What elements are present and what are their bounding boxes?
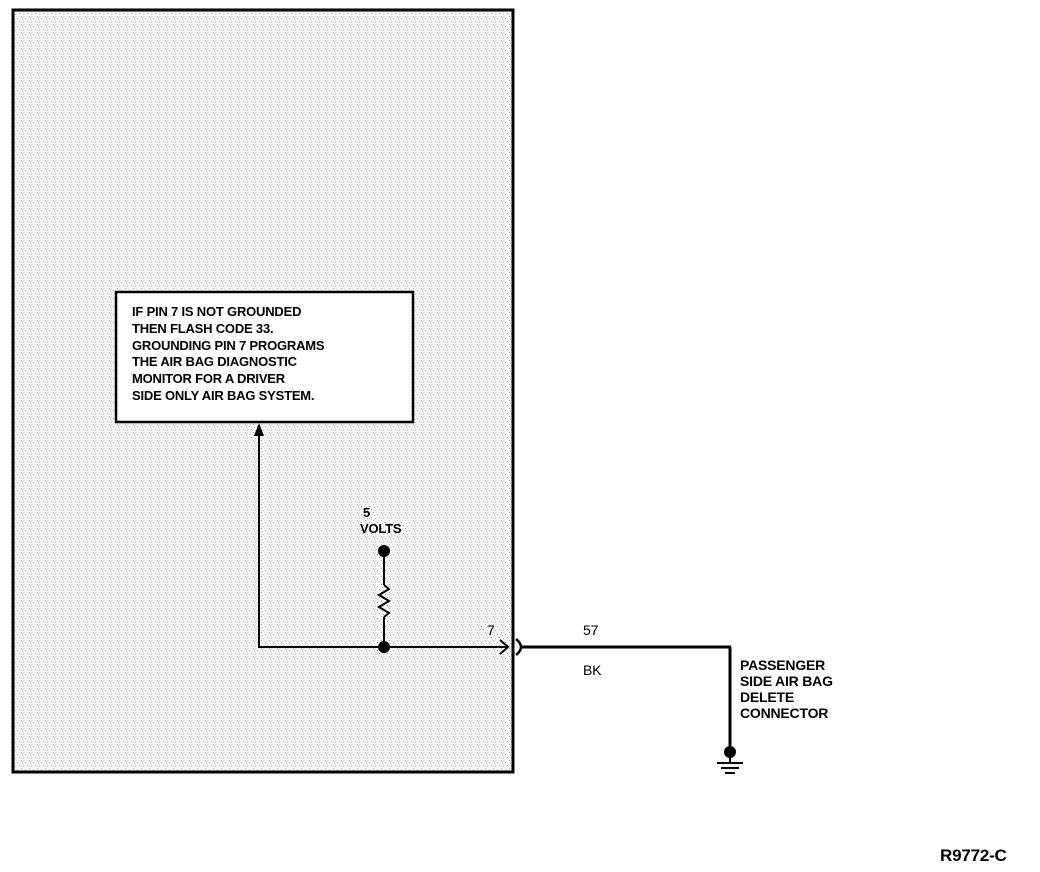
note-line: MONITOR FOR A DRIVER (132, 371, 285, 387)
pin-arrowhead (499, 639, 510, 655)
note-pointer-arrowhead (254, 423, 264, 436)
pull-up-resistor (377, 584, 391, 618)
note-line: GROUNDING PIN 7 PROGRAMS (132, 337, 325, 353)
connector-label-line: SIDE AIR BAG (740, 673, 833, 689)
note-line: THE AIR BAG DIAGNOSTIC (132, 354, 297, 370)
connector-label: PASSENGER SIDE AIR BAG DELETE CONNECTOR (740, 657, 833, 721)
supply-node (378, 545, 390, 557)
note-line: SIDE ONLY AIR BAG SYSTEM. (132, 387, 315, 403)
connector-label-line: CONNECTOR (740, 705, 829, 721)
connector-label-line: DELETE (740, 689, 795, 705)
figure-reference: R9772-C (940, 846, 1007, 865)
supply-voltage-value: 5 (363, 505, 371, 520)
wire-color-code: BK (583, 662, 602, 678)
connector-symbol (515, 638, 523, 656)
note-line: THEN FLASH CODE 33. (132, 320, 274, 336)
ground-symbol-icon (717, 762, 743, 774)
connector-pin-label: 7 (487, 622, 495, 638)
supply-voltage-unit: VOLTS (360, 521, 402, 536)
junction-node (378, 641, 390, 653)
note-box (114, 290, 415, 424)
supply-voltage-label: 5 VOLTS (360, 505, 402, 537)
wire-circuit-number: 57 (583, 622, 599, 638)
note-line: IF PIN 7 IS NOT GROUNDED (132, 304, 302, 319)
connector-label-line: PASSENGER (740, 657, 826, 673)
note-text: IF PIN 7 IS NOT GROUNDED THEN FLASH CODE… (132, 304, 325, 405)
